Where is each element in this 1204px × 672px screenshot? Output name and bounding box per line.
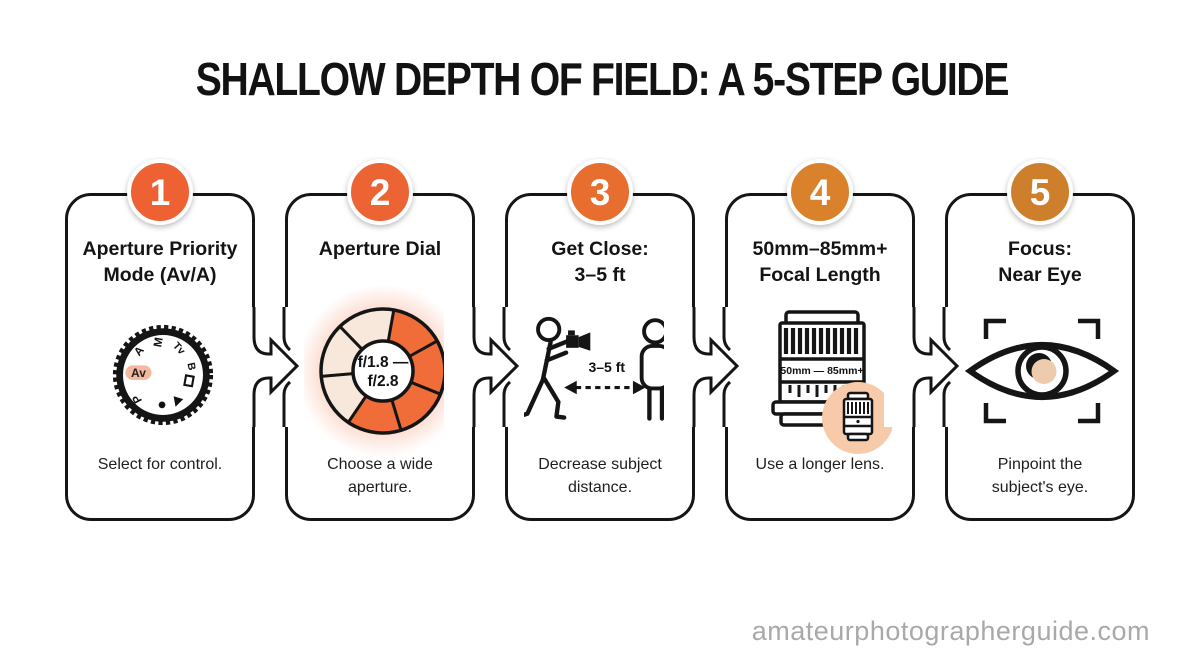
step-card-5: 5 Focus: Near Eye Pinpoint the subject's…: [945, 159, 1135, 521]
svg-text:M: M: [152, 337, 165, 349]
step-4-title: 50mm–85mm+ Focal Length: [752, 238, 888, 286]
step-4-number: 4: [809, 171, 831, 213]
step-2-title: Aperture Dial: [318, 238, 442, 260]
step-card-2: 2 Aperture Dial f/1.8 — f/2: [285, 159, 475, 521]
step-5-badge: 5: [1007, 159, 1073, 225]
step-3-badge: 3: [567, 159, 633, 225]
step-4-description: Use a longer lens.: [755, 456, 885, 473]
step-5-number: 5: [1029, 171, 1051, 213]
svg-text:3–5 ft: 3–5 ft: [588, 359, 625, 375]
step-card-4: 4 50mm–85mm+ Focal Length 50mm — 85mm+: [725, 159, 915, 521]
step-3-title: Get Close: 3–5 ft: [551, 238, 649, 286]
step-1-number: 1: [149, 171, 171, 213]
photographer-distance-icon: 3–5 ft: [508, 310, 692, 441]
step-2-description: Choose a wide aperture.: [327, 456, 433, 496]
svg-text:B: B: [184, 362, 197, 372]
step-5-description: Pinpoint the subject's eye.: [991, 456, 1089, 496]
telephoto-lens-icon: 50mm — 85mm+: [752, 306, 894, 461]
svg-text:f/1.8 —: f/1.8 —: [358, 354, 409, 371]
aperture-ring-icon: f/1.8 — f/2.8: [308, 296, 458, 451]
svg-text:50mm — 85mm+: 50mm — 85mm+: [780, 365, 863, 377]
step-2-number: 2: [369, 171, 391, 213]
step-4-badge: 4: [787, 159, 853, 225]
step-1-badge: 1: [127, 159, 193, 225]
mini-lens-icon: [842, 391, 874, 442]
step-card-3: 3 Get Close: 3–5 ft: [505, 159, 695, 521]
step-1-description: Select for control.: [97, 456, 223, 473]
step-2-badge: 2: [347, 159, 413, 225]
watermark: amateurphotographerguide.com: [751, 616, 1150, 646]
step-5-title: Focus: Near Eye: [998, 238, 1082, 286]
step-1-title: Aperture Priority Mode (Av/A): [82, 238, 238, 286]
step-card-1: 1 Aperture Priority Mode (Av/A) Av A M T…: [65, 159, 255, 521]
page-title: SHALLOW DEPTH OF FIELD: A 5-STEP GUIDE: [195, 53, 1010, 105]
svg-text:Av: Av: [131, 366, 146, 380]
camera-mode-dial-icon: Av A M Tv B P: [110, 322, 216, 433]
step-3-description: Decrease subject distance.: [538, 456, 662, 496]
step-3-number: 3: [589, 171, 611, 213]
eye-focus-icon: [962, 311, 1122, 436]
svg-text:f/2.8: f/2.8: [367, 373, 398, 390]
